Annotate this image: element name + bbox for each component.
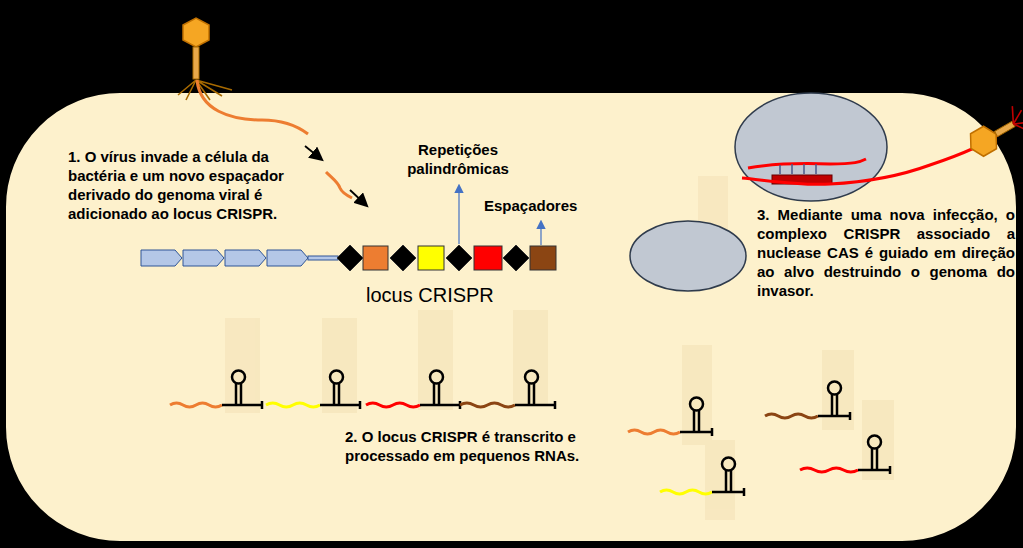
hairpin-loop [868, 436, 881, 449]
viral-dna [197, 80, 308, 134]
hairpin-loop [232, 371, 245, 384]
text-label: 1. O vírus invade a célula da bactéria e… [68, 147, 306, 223]
rna-strand [170, 403, 222, 407]
arrow [305, 146, 321, 159]
text-label: 3. Mediante uma nova infecção, o complex… [757, 205, 1015, 300]
hairpin [222, 383, 262, 409]
bacteriophage [963, 103, 1023, 160]
palindromic-repeats [337, 245, 529, 271]
rna-strand [366, 403, 420, 407]
spacers [363, 246, 556, 270]
hairpin [515, 383, 555, 409]
hairpin [712, 470, 744, 496]
hairpin [818, 394, 850, 420]
text-label: Repetições palindrômicas [400, 140, 516, 178]
hairpin-loop [828, 382, 841, 395]
rna-strand [800, 468, 858, 472]
leader-line [458, 186, 459, 244]
hairpin [858, 448, 890, 474]
new-spacer-dna [326, 172, 352, 198]
hairpin-loop [722, 458, 735, 471]
hairpin [320, 383, 360, 409]
hairpin [680, 410, 712, 436]
text-label: Espaçadores [484, 196, 588, 215]
hairpin-loop [690, 398, 703, 411]
cas-complex [630, 221, 746, 291]
rna-strand [266, 403, 320, 407]
rna-strand [660, 490, 712, 494]
hairpin-loop [330, 371, 343, 384]
arrow [350, 190, 366, 205]
hairpin [420, 383, 460, 409]
bacteriophage [178, 18, 232, 100]
target-binding [742, 133, 1000, 184]
hairpin-loop [525, 371, 538, 384]
cas-genes [141, 250, 338, 266]
bacterial-cell [5, 92, 1017, 542]
text-label: locus CRISPR [366, 283, 506, 307]
text-label: 2. O locus CRISPR é transcrito e process… [345, 427, 595, 465]
leader-line [540, 222, 541, 245]
rna-strand [628, 430, 680, 434]
rna-strand [460, 403, 515, 407]
hairpin-loop [430, 371, 443, 384]
rna-strand [765, 414, 818, 418]
